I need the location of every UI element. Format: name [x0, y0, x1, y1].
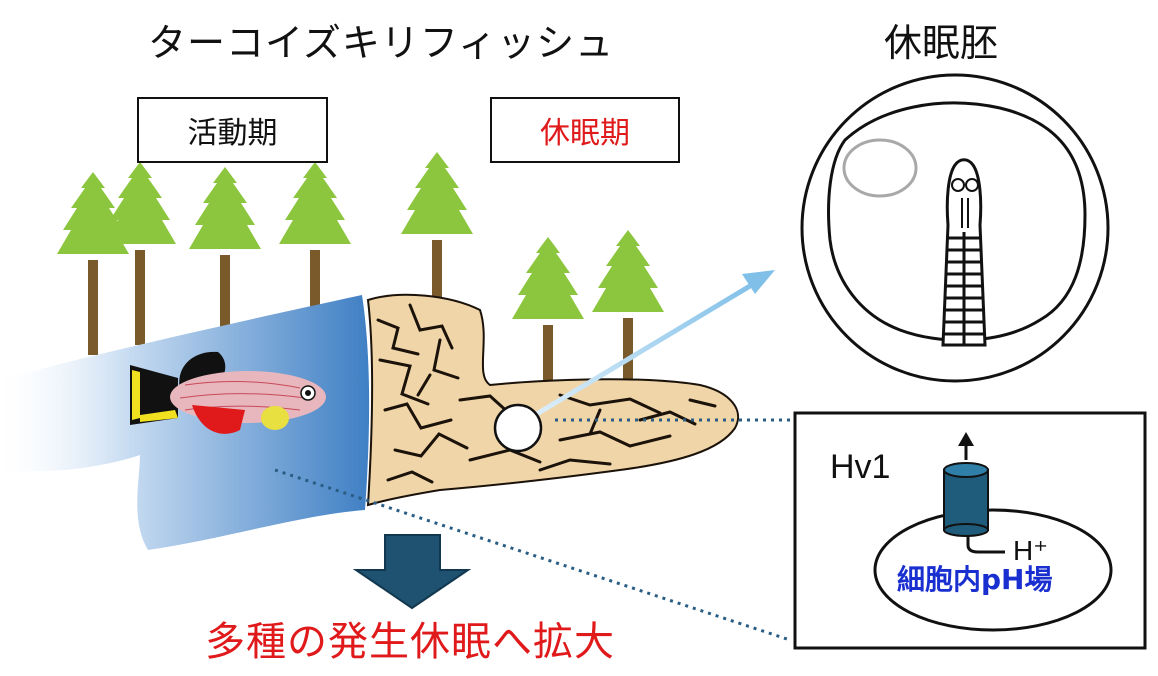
egg-in-soil — [493, 403, 543, 453]
cell-membrane — [873, 508, 1113, 632]
ion-channel-icon — [943, 432, 1005, 554]
intracellular-ph-label: 細胞内pH場 — [897, 563, 1053, 596]
dormant-period-label: 休眠期 — [490, 97, 680, 163]
active-period-label: 活動期 — [137, 97, 328, 163]
hv1-label: Hv1 — [830, 448, 891, 486]
embryo-icon — [800, 73, 1110, 383]
proton-label: H⁺ — [1013, 535, 1048, 566]
dotted-connectors — [274, 418, 795, 642]
diagram-title: ターコイズキリフィッシュ — [148, 21, 615, 65]
zoom-arrow — [528, 277, 762, 421]
conclusion-text: 多種の発生休眠へ拡大 — [205, 619, 615, 665]
embryo-title: 休眠胚 — [884, 21, 999, 65]
fish-icon — [130, 351, 326, 434]
water-habitat — [0, 295, 370, 550]
down-arrow-icon — [352, 534, 472, 610]
